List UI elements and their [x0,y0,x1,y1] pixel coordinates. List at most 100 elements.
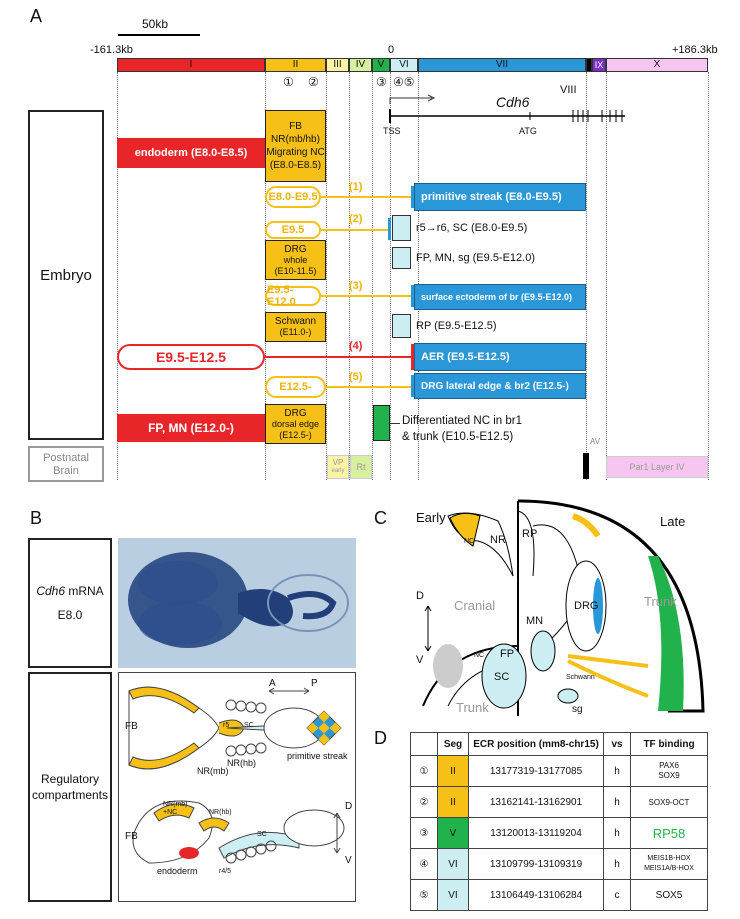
col-header-vs: vs [603,732,631,756]
col-header-tf: TF binding [630,732,708,756]
row-tf: SOX5 [630,879,708,911]
interaction-number-3: (3) [349,280,363,292]
nr-label: NR [490,534,506,546]
late-label: Late [660,514,686,529]
sg-label: sg [572,704,583,715]
panel-d-letter: D [374,728,387,748]
axis-d-label: D [345,801,353,812]
fb-box-line: NR(mb/hb) [271,134,320,145]
ecr-marker-1: ① [283,75,294,89]
sc-label-bottom: SC [257,831,267,838]
fb-box-line: (E8.0-E8.5) [269,160,322,171]
left-coordinate: -161.3kb [90,44,133,56]
par1-box: Par1 Layer IV [606,456,708,478]
segment-iv: IV [349,58,372,72]
endoderm-box: endoderm (E8.0-E8.5) [117,138,265,168]
embryo-label: Embryo [28,110,104,440]
divider-line [708,72,709,480]
segment-iii: III [326,58,349,72]
row-tf: RP58 [630,817,708,849]
drg-dorsal-line: (E12.5-) [279,429,312,440]
reg-label-line: compartments [31,788,109,802]
surface-ectoderm-box: surface ectoderm of br (E9.5-E12.0) [414,284,586,310]
gene-name: Cdh6 [496,94,530,110]
drg-whole-box: DRG whole (E10-11.5) [265,240,326,280]
connector-4 [265,356,412,358]
row-position: 13177319-13177085 [468,755,604,787]
regulatory-label-box: Regulatory compartments [28,672,112,902]
drg-dorsal-box: DRG dorsal edge (E12.5-) [265,404,326,444]
panel-b-letter: B [30,508,43,528]
regulatory-diagram: A P FB r5 SC NR(mb) NR(hb) primitive str… [118,672,356,902]
ecr-marker-4-5: ④⑤ [393,75,415,89]
axis-v-label-c: V [416,654,424,666]
table-row: ③ V 13120013-13119204 h RP58 [410,817,708,849]
divider-line [372,72,373,480]
connector-3 [321,295,412,297]
trunk-label-right: Trunk [644,594,677,609]
pill-e9.5-e12: E9.5-E12.0 [265,284,321,308]
connector-bar-4 [411,344,414,370]
fp-mn-sg-label: FP, MN, sg (E9.5-E12.0) [416,252,536,264]
vp-sublabel: early [331,468,345,474]
drg-dorsal-line: dorsal edge [271,418,320,429]
aer-box: AER (E9.5-E12.5) [414,343,586,371]
drg-whole-line: whole [283,254,308,265]
r5-label: r5 [223,722,230,729]
endoderm-label: endoderm [157,866,198,876]
drg-lateral-edge-box: DRG lateral edge & br2 (E12.5-) [414,373,586,399]
table-header: Seg ECR position (mm8-chr15) vs TF bindi… [410,732,708,756]
axis-a-label: A [269,678,276,689]
vp-label: VP [332,458,344,467]
rp-label-c: RP [522,528,538,540]
divider-line [117,72,118,480]
rp-label: RP (E9.5-E12.5) [416,320,497,332]
row-number: ② [410,786,438,818]
divider-line [326,72,327,480]
table-row: ① II 13177319-13177085 h PAX6 SOX9 [410,755,708,787]
cranial-label: Cranial [454,598,496,613]
divider-line [586,72,587,480]
pill-e9.5: E9.5 [265,221,321,239]
connector-bar-2 [388,218,391,240]
early-label: Early [416,510,446,525]
tss-label: TSS [383,126,401,136]
segment-v: V [372,58,390,72]
segment-i: I [117,58,265,72]
nc-label-early: NC [464,538,475,545]
row-number: ③ [410,817,438,849]
connector-5 [326,386,412,388]
embryo-image [118,538,356,668]
row-tf: SOX9-OCT [630,786,708,818]
axis-d-label-c: D [416,590,424,602]
diff-nc-line-2: & trunk (E10.5-E12.5) [402,431,514,443]
mrna-suffix: mRNA [65,584,104,598]
schwann-line: Schwann [274,316,317,327]
row-position: 13106449-13106284 [468,879,604,911]
segment-ii: II [265,58,326,72]
row-vs: h [603,755,631,787]
divider-line [418,72,419,480]
av-label: AV [590,437,601,446]
col-header-ecr: ECR position (mm8-chr15) [468,732,604,756]
panel-a-letter: A [30,6,43,26]
connector-bar-5 [411,375,414,397]
nrhb-label-bottom: NR(hb) [209,809,232,816]
drg-dorsal-line: DRG [284,407,307,419]
ecr-marker-2: ② [308,75,319,89]
segment-x: X [606,58,708,72]
fb-box: FB NR(mb/hb) Migrating NC (E8.0-E8.5) [265,110,326,182]
segment-viii-block [586,58,592,72]
pill-e12.5: E12.5- [265,376,326,398]
fb-box-line: Migrating NC [266,147,325,158]
segment-v-box [373,405,390,441]
fb-label-bottom: FB [125,831,138,842]
row-number: ④ [410,848,438,880]
connector-2 [321,229,389,231]
row-position: 13162141-13162901 [468,786,604,818]
drg-label-c: DRG [574,600,599,612]
embryo-stain [128,552,349,648]
row-number: ⑤ [410,879,438,911]
right-coordinate: +186.3kb [672,44,718,56]
av-box [583,453,589,479]
